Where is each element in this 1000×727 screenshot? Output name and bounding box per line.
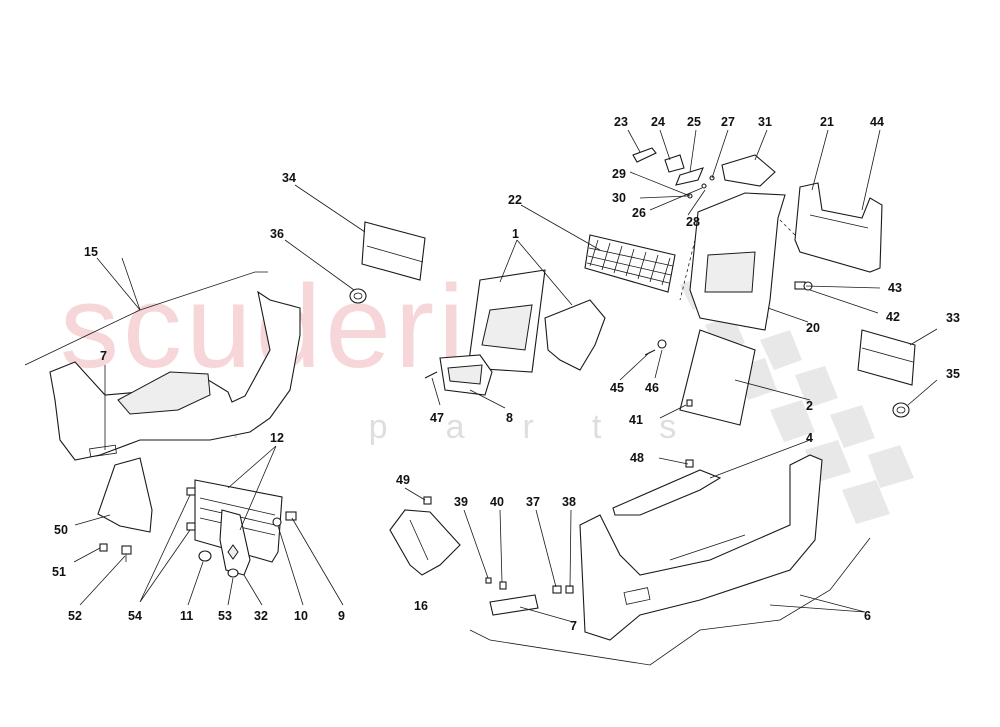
callout-48: 48 bbox=[630, 451, 644, 465]
part-20-console-trim bbox=[679, 192, 801, 331]
leader-lines bbox=[73, 129, 938, 623]
callout-9: 9 bbox=[338, 609, 345, 623]
part-34-cover-panel bbox=[361, 221, 426, 281]
callout-33: 33 bbox=[946, 311, 960, 325]
callout-25: 25 bbox=[687, 115, 701, 129]
part-38-screw bbox=[565, 585, 574, 594]
part-4-sill-strip bbox=[612, 469, 722, 516]
callout-47: 47 bbox=[430, 411, 444, 425]
callout-35: 35 bbox=[946, 367, 960, 381]
part-9-bolt bbox=[285, 511, 297, 521]
part-2-floor-panel bbox=[679, 329, 756, 426]
callout-30: 30 bbox=[612, 191, 626, 205]
part-50-pillar-trim bbox=[97, 457, 153, 533]
part-47-screw bbox=[424, 371, 438, 379]
part-52-screw bbox=[121, 545, 132, 562]
callout-34: 34 bbox=[282, 171, 296, 185]
callout-39: 39 bbox=[454, 495, 468, 509]
callout-43: 43 bbox=[888, 281, 902, 295]
callout-11: 11 bbox=[180, 609, 193, 623]
callout-22: 22 bbox=[508, 193, 522, 207]
part-51-clip bbox=[99, 543, 108, 552]
callout-labels: 15 7 12 34 36 1 22 23 24 25 27 31 21 44 … bbox=[52, 115, 960, 633]
part-7b-vent-grille bbox=[489, 594, 539, 616]
callout-40: 40 bbox=[490, 495, 504, 509]
callout-1: 1 bbox=[512, 227, 519, 241]
part-53-clip bbox=[227, 568, 239, 578]
callout-53: 53 bbox=[218, 609, 232, 623]
callout-38: 38 bbox=[562, 495, 576, 509]
callout-36: 36 bbox=[270, 227, 284, 241]
callout-29: 29 bbox=[612, 167, 626, 181]
callout-37: 37 bbox=[526, 495, 540, 509]
callout-46: 46 bbox=[645, 381, 659, 395]
callout-49: 49 bbox=[396, 473, 410, 487]
part-10-nut bbox=[272, 517, 282, 527]
part-33-cover-panel bbox=[857, 329, 916, 386]
part-21-frame bbox=[794, 182, 883, 273]
callout-42: 42 bbox=[886, 310, 900, 324]
callout-54: 54 bbox=[128, 609, 142, 623]
callout-4: 4 bbox=[806, 431, 813, 445]
callout-52: 52 bbox=[68, 609, 82, 623]
callout-28: 28 bbox=[686, 215, 700, 229]
callout-7a: 7 bbox=[100, 349, 107, 363]
callout-41: 41 bbox=[629, 413, 643, 427]
part-40-clip bbox=[499, 581, 507, 590]
callout-31: 31 bbox=[758, 115, 772, 129]
part-15-rear-side-trim bbox=[24, 271, 301, 461]
callout-7b: 7 bbox=[570, 619, 577, 633]
part-49-screw bbox=[423, 496, 432, 505]
callout-2: 2 bbox=[806, 399, 813, 413]
callout-45: 45 bbox=[610, 381, 624, 395]
part-37-screw bbox=[552, 585, 562, 594]
callout-23: 23 bbox=[614, 115, 628, 129]
part-39-clip bbox=[485, 577, 492, 584]
callout-10: 10 bbox=[294, 609, 308, 623]
part-6-sill-trim-panel bbox=[469, 454, 871, 666]
callout-12: 12 bbox=[270, 431, 284, 445]
callout-50: 50 bbox=[54, 523, 68, 537]
callout-44: 44 bbox=[870, 115, 884, 129]
callout-26: 26 bbox=[632, 206, 646, 220]
part-36-grommet bbox=[349, 288, 367, 304]
callout-24: 24 bbox=[651, 115, 665, 129]
part-11-grommet bbox=[198, 550, 212, 562]
part-35-grommet bbox=[892, 402, 910, 418]
callout-21: 21 bbox=[820, 115, 834, 129]
part-8-storage-tray bbox=[439, 354, 493, 396]
callout-51: 51 bbox=[52, 565, 66, 579]
part-22-luggage-net bbox=[584, 234, 676, 293]
part-16-cover bbox=[389, 509, 461, 576]
part-1-trim-panel bbox=[467, 269, 546, 373]
part-41-clip bbox=[686, 399, 693, 407]
callout-16: 16 bbox=[414, 599, 428, 613]
callout-6: 6 bbox=[864, 609, 871, 623]
callout-20: 20 bbox=[806, 321, 820, 335]
part-23-25-clips bbox=[632, 147, 715, 199]
callout-8: 8 bbox=[506, 411, 513, 425]
part-31-cover bbox=[721, 154, 776, 187]
part-1b-bracket bbox=[544, 299, 606, 371]
callout-32: 32 bbox=[254, 609, 268, 623]
callout-15: 15 bbox=[84, 245, 98, 259]
part-46-nut bbox=[657, 339, 667, 349]
callout-27: 27 bbox=[721, 115, 735, 129]
